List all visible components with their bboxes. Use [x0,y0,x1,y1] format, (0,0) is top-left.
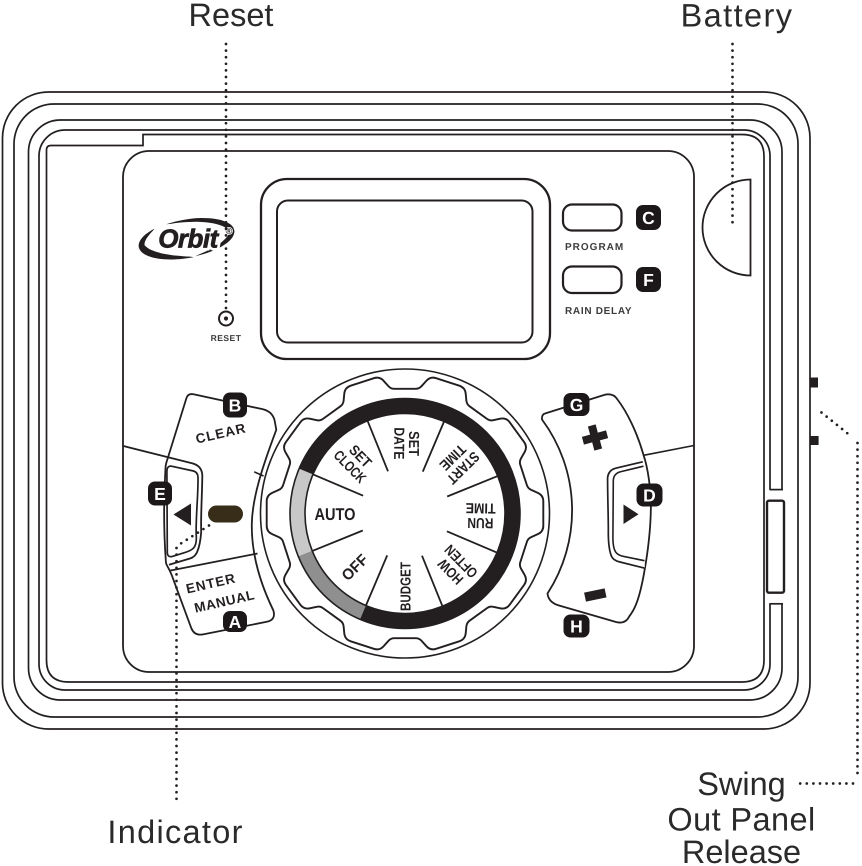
svg-text:Battery: Battery [681,0,794,34]
svg-text:Swing: Swing [697,766,786,802]
svg-text:RUN: RUN [467,514,493,530]
svg-text:Release: Release [682,834,801,866]
svg-text:RAIN DELAY: RAIN DELAY [565,306,632,317]
svg-text:TIME: TIME [465,499,496,516]
svg-text:A: A [229,612,242,632]
svg-text:Out Panel: Out Panel [667,802,815,838]
svg-text:F: F [643,270,654,290]
svg-text:AUTO: AUTO [315,505,356,524]
svg-text:Orbit: Orbit [158,224,219,254]
svg-text:Orbit: Orbit [158,224,219,254]
svg-text:B: B [229,396,242,416]
svg-text:H: H [570,617,583,637]
svg-text:E: E [154,484,166,504]
svg-text:RESET: RESET [211,333,242,343]
svg-text:®: ® [226,226,233,236]
svg-text:PROGRAM: PROGRAM [565,242,624,253]
svg-text:BUDGET: BUDGET [399,562,415,611]
svg-text:Indicator: Indicator [107,814,243,850]
svg-text:D: D [643,486,656,506]
svg-text:SET: SET [405,431,421,456]
svg-text:C: C [642,208,655,228]
svg-text:Reset: Reset [189,0,274,33]
svg-text:G: G [570,395,584,415]
svg-text:DATE: DATE [390,427,406,459]
